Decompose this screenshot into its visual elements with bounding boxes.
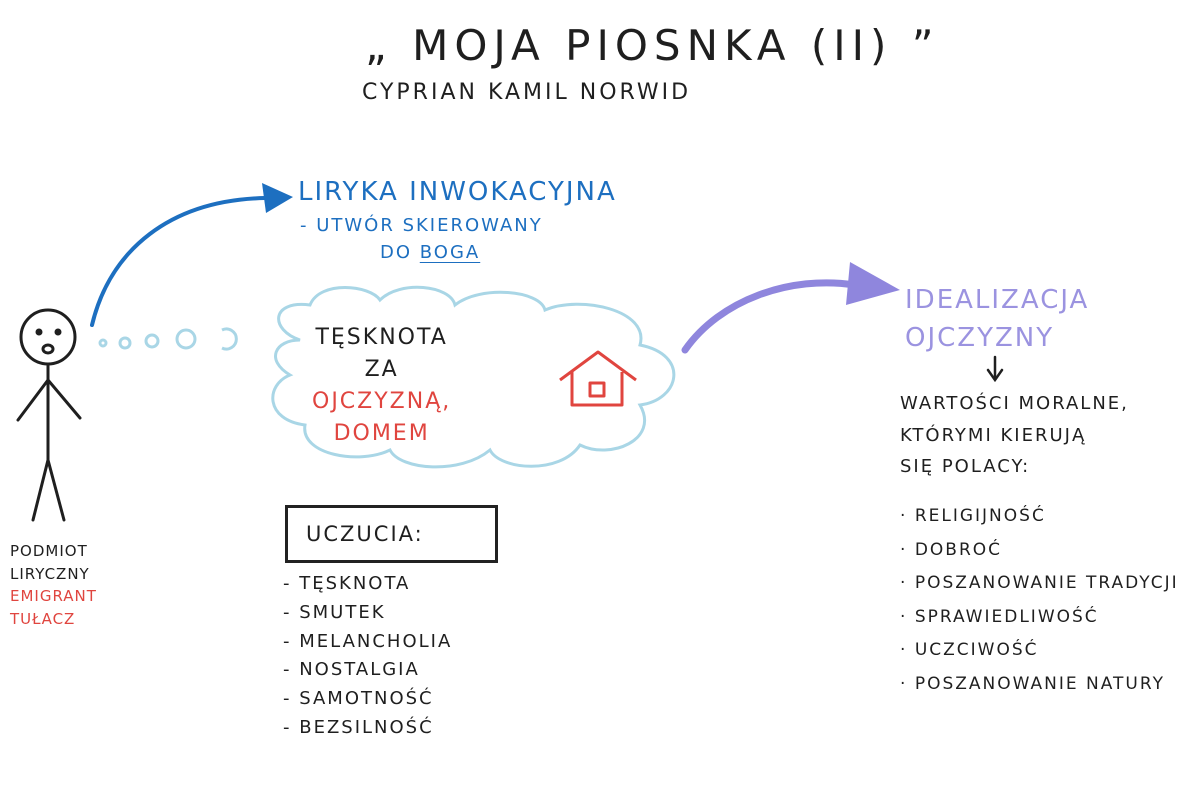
idealizacja-heading: IDEALIZACJA OJCZYZNY [905,282,1089,357]
value-item: UCZCIWOŚĆ [900,641,1179,661]
cloud-line3: OJCZYZNĄ, [312,388,452,414]
arrow-head-liryka [262,183,293,213]
liryka-line2-prefix: DO [380,242,413,263]
value-item: SPRAWIEDLIWOŚĆ [900,607,1179,628]
liryka-line2-emph: BOGA [419,242,481,263]
podmiot-line1: PODMIOT [10,542,88,560]
podmiot-line2: LIRYCZNY [10,564,90,583]
values-heading-line1: WARTOŚCI MORALNE, [900,393,1129,414]
value-item: POSZANOWANIE TRADYCJI [900,574,1179,594]
cloud-line1: TĘSKNOTA [315,325,448,350]
idealizacja-line1: IDEALIZACJA [905,285,1090,315]
values-list: RELIGIJNOŚĆ DOBROĆ POSZANOWANIE TRADYCJI… [900,506,1179,708]
values-heading: WARTOŚCI MORALNE, KTÓRYMI KIERUJĄ SIĘ PO… [900,388,1129,483]
values-heading-line2: KTÓRYMI KIERUJĄ [900,424,1087,446]
thought-cloud [271,285,676,469]
liryka-heading: LIRYKA INWOKACYJNA [298,177,617,207]
author-name: CYPRIAN KAMIL NORWID [362,80,692,105]
arrow-head-idealizacja [846,262,900,305]
feeling-item: TĘSKNOTA [283,570,452,599]
thought-bubbles [98,327,238,351]
down-arrow [986,355,1004,383]
feeling-item: BEZSILNOŚĆ [283,714,452,743]
feelings-list: TĘSKNOTA SMUTEK MELANCHOLIA NOSTALGIA SA… [283,570,452,743]
arrow-to-liryka [90,196,267,327]
value-item: POSZANOWANIE NATURY [900,674,1179,695]
stick-figure [16,308,82,522]
page-title: „ MOJA PIOSNKA (II) ” [365,21,940,70]
podmiot-line4: TUŁACZ [10,609,76,628]
arrow-to-idealizacja [681,279,859,354]
liryka-line2: DO BOGA [300,239,543,266]
feeling-item: SMUTEK [283,599,452,628]
cloud-line4: DOMEM [333,420,430,446]
feeling-item: MELANCHOLIA [283,628,452,657]
feeling-item: SAMOTNOŚĆ [283,685,452,714]
uczucia-box: UCZUCIA: [285,505,498,563]
feeling-item: NOSTALGIA [283,656,452,685]
cloud-text: TĘSKNOTA ZA OJCZYZNĄ, DOMEM [312,322,451,450]
liryka-line1: - UTWÓR SKIEROWANY [300,215,543,236]
house-icon [559,350,637,407]
cloud-line2: ZA [364,356,399,382]
idealizacja-line2: OJCZYZNY [905,322,1055,353]
podmiot-label: PODMIOT LIRYCZNY EMIGRANT TUŁACZ [10,540,97,630]
podmiot-line3: EMIGRANT [10,587,97,605]
liryka-description: - UTWÓR SKIEROWANY DO BOGA [300,212,543,266]
value-item: RELIGIJNOŚĆ [900,506,1179,527]
values-heading-line3: SIĘ POLACY: [900,456,1031,477]
value-item: DOBROĆ [900,540,1179,561]
